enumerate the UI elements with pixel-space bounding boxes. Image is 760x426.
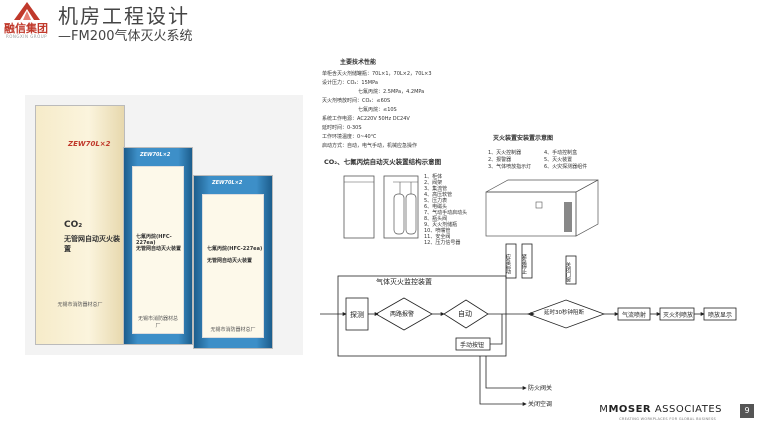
technical-diagrams: 主要技术性能 单柜含灭火剂储罐瓶：70L×1，70L×2，70L×3 设计压力：… bbox=[322, 58, 587, 170]
cabinet-label: 无管网自动灭火装置 bbox=[136, 246, 182, 252]
structure-item: 10、喷嘴管 bbox=[424, 227, 450, 234]
spec-row: 七氟丙烷：2.5MPa，4.2MPa bbox=[358, 88, 424, 95]
cabinet-label: 七氟丙烷(HFC-227ea) bbox=[136, 234, 172, 246]
structure-heading: CO₂、七氟丙烷自动灭火装置结构示意图 bbox=[324, 157, 442, 166]
cabinet-section bbox=[383, 175, 419, 239]
both-alarm-diamond bbox=[375, 297, 433, 331]
cabinet-maker: 无锡市消防器材总厂 bbox=[137, 316, 178, 329]
door-close-label: 关闭门窗 bbox=[565, 261, 571, 283]
install-item: 1、灭火控制器 bbox=[488, 149, 521, 156]
spec-row: 启动方式：自动，电气手动，机械应急操作 bbox=[322, 142, 417, 149]
structure-item: 11、安全阀 bbox=[424, 233, 450, 240]
emergency-box bbox=[505, 243, 517, 279]
brand-logo: MMOSER ASSOCIATES bbox=[599, 404, 722, 415]
cabinet-maker: 无锡市消防器材总厂 bbox=[57, 302, 103, 308]
abort-label: 紧急停止 bbox=[521, 253, 527, 274]
auto-label: 自动 bbox=[458, 309, 472, 318]
gas-cylinder bbox=[405, 193, 417, 235]
room-side bbox=[575, 179, 599, 237]
room-cabinet bbox=[564, 202, 572, 232]
company-logo: 融信集团 RONGXIN GROUP bbox=[4, 2, 52, 42]
structure-item: 7、气动手动启动头 bbox=[424, 209, 467, 216]
spray-label: 灭火剂喷放 bbox=[663, 311, 693, 319]
release-label: 喷放显示 bbox=[708, 311, 732, 319]
cabinet-tag: ZEW70L×2 bbox=[140, 152, 171, 158]
cabinet-label: CO₂ bbox=[64, 220, 83, 230]
install-heading: 灭火装置安装置示意图 bbox=[492, 134, 553, 142]
cabinet-co2: ZEW70L×2 CO₂ 无管网自动灭火装置 无锡市消防器材总厂 bbox=[35, 105, 125, 345]
structure-item: 4、高压软管 bbox=[424, 191, 452, 198]
brand-suffix: ASSOCIATES bbox=[654, 404, 722, 415]
brand-tagline: CREATING WORKPLACES FOR GLOBAL BUSINESS bbox=[619, 417, 716, 421]
delay-label: 延时30秒钟阻断 bbox=[544, 308, 584, 316]
fire-close-label: 防火阀关 bbox=[528, 384, 552, 392]
install-item: 5、灭火装置 bbox=[544, 156, 572, 163]
structure-item: 1、柜体 bbox=[424, 173, 442, 180]
cabinet-hfc-medium: ZEW70L×2 七氟丙烷(HFC-227ea) 无管网自动灭火装置 无锡市消防… bbox=[123, 147, 193, 345]
cabinet-label: 无管网自动灭火装置 bbox=[207, 258, 253, 264]
abort-box bbox=[521, 243, 533, 279]
gas-cylinder bbox=[393, 193, 405, 235]
start-gas-label: 气流喷射 bbox=[622, 311, 646, 319]
structure-item: 2、阀架 bbox=[424, 179, 442, 186]
spec-row: 延时时间：0-30S bbox=[322, 124, 362, 131]
structure-and-install-drawings: 1、柜体 2、阀架 3、集流管 4、高压软管 5、压力表 6、电磁头 7、气动手… bbox=[343, 173, 599, 246]
cabinet-tag: ZEW70L×2 bbox=[212, 180, 243, 186]
spec-row: 单柜含灭火剂储罐瓶：70L×1，70L×2，70L×3 bbox=[322, 70, 432, 77]
page-title: 机房工程设计 bbox=[58, 4, 190, 28]
spec-row: 工作环境温度：0~40℃ bbox=[322, 133, 377, 140]
structure-item: 9、灭火剂储瓶 bbox=[424, 221, 457, 228]
spec-row: 七氟丙烷：≤10S bbox=[358, 106, 397, 113]
cabinet-hfc-large: ZEW70L×2 七氟丙烷(HFC-227ea) 无管网自动灭火装置 无锡市消防… bbox=[193, 175, 273, 349]
logo-subtext: RONGXIN GROUP bbox=[6, 34, 48, 39]
detector-label: 探测 bbox=[350, 310, 364, 319]
install-item: 3、气体喷放指示灯 bbox=[488, 163, 531, 170]
cabinet-maker: 无锡市消防器材总厂 bbox=[210, 327, 256, 333]
cabinet-label: 七氟丙烷(HFC-227ea) bbox=[207, 246, 263, 252]
structure-item: 5、压力表 bbox=[424, 197, 447, 204]
auto-diamond bbox=[443, 299, 489, 329]
equipment-photo: ZEW70L×2 CO₂ 无管网自动灭火装置 无锡市消防器材总厂 ZEW70L×… bbox=[25, 95, 303, 355]
zone-label: 气体灭火监控装置 bbox=[376, 277, 432, 286]
release-box bbox=[703, 307, 737, 321]
page-subtitle: —FM200气体灭火系统 bbox=[58, 29, 193, 44]
control-zone bbox=[337, 275, 507, 357]
cabinet-label: 无管网自动灭火装置 bbox=[64, 235, 120, 253]
brand-initial: M bbox=[599, 404, 609, 415]
both-alarm-label: 两路报警 bbox=[390, 310, 414, 318]
install-item: 2、报警器 bbox=[488, 156, 511, 163]
delay-diamond bbox=[526, 299, 606, 329]
control-flowchart: 气体灭火监控装置 探测 两路报警 自动 手动按钮 应急启动 紧急停止 关闭门窗 … bbox=[320, 243, 737, 408]
manual-label: 手动按钮 bbox=[460, 341, 484, 349]
logo-mark-icon bbox=[14, 2, 40, 20]
spec-row: 灭火剂喷放时间：CO₂：≤60S bbox=[322, 97, 390, 104]
install-item: 6、火灾探测器组件 bbox=[544, 163, 587, 170]
vent-close-label: 关闭空调 bbox=[528, 400, 552, 408]
structure-item: 6、电磁头 bbox=[424, 203, 447, 210]
door-close-box bbox=[565, 255, 577, 285]
structure-item: 8、瓶头阀 bbox=[424, 215, 447, 222]
structure-item: 12、压力信号器 bbox=[424, 239, 460, 246]
room-front bbox=[485, 191, 577, 237]
spec-row: 设计压力：CO₂：15MPa bbox=[322, 79, 378, 86]
room-ceiling bbox=[485, 179, 599, 193]
brand-name: MOSER bbox=[608, 404, 652, 415]
page-number: 9 bbox=[740, 404, 754, 418]
logo-text: 融信集团 bbox=[4, 22, 48, 35]
spec-row: 系统工作电源：AC220V 50Hz DC24V bbox=[322, 115, 410, 122]
emergency-label: 应急启动 bbox=[505, 253, 511, 275]
cabinet-tag: ZEW70L×2 bbox=[68, 140, 111, 148]
cabinet-outline bbox=[343, 175, 375, 239]
specs-heading: 主要技术性能 bbox=[340, 58, 376, 66]
install-item: 4、手动控制盒 bbox=[544, 149, 577, 156]
structure-item: 3、集流管 bbox=[424, 185, 447, 192]
